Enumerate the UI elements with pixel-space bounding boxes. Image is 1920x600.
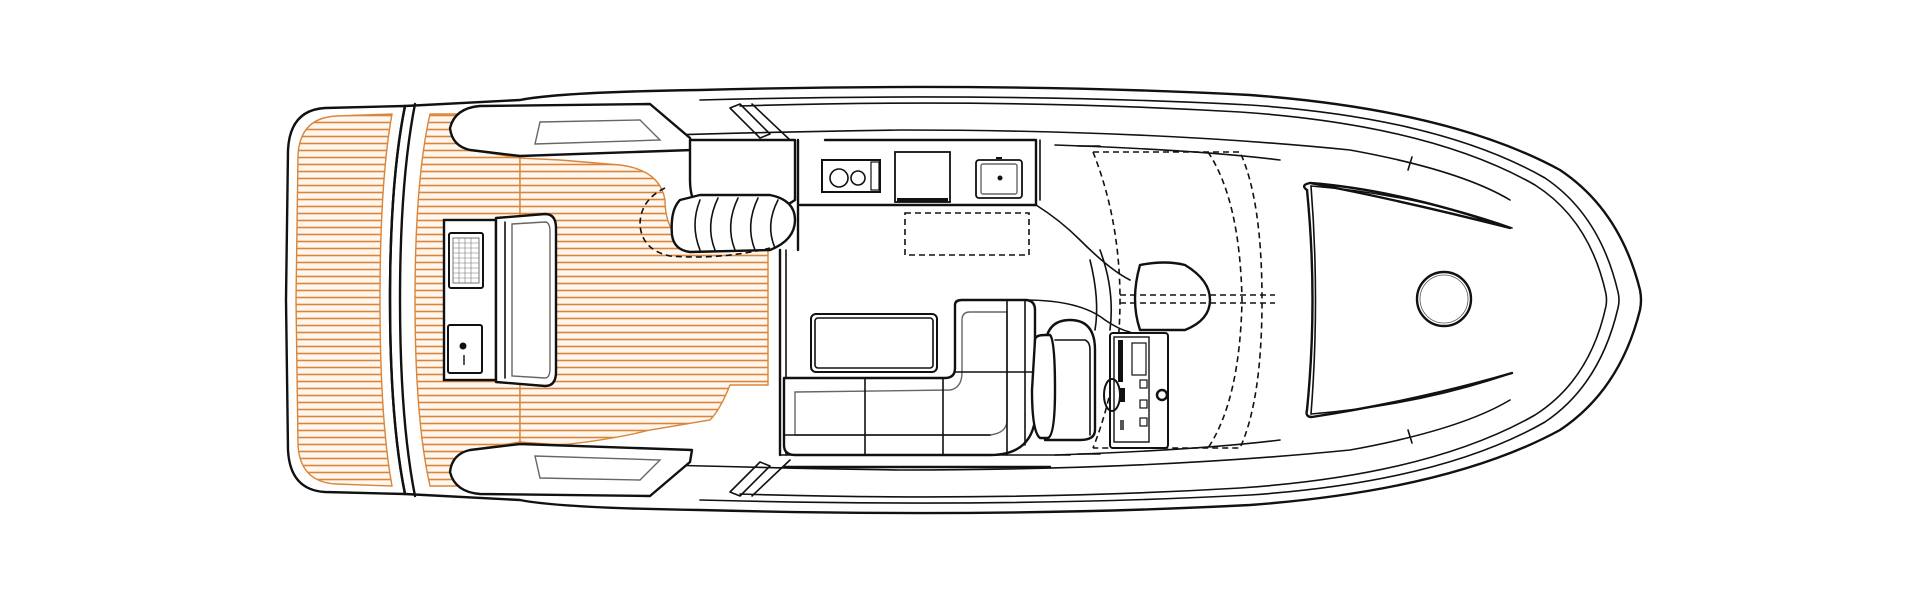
sun-lounger [639, 138, 797, 258]
coaming-bottom [448, 442, 791, 498]
galley [798, 138, 1038, 256]
companionway [1035, 139, 1275, 332]
galley-sink [975, 157, 1023, 199]
helm-seat [1030, 318, 1097, 442]
windshield [1077, 145, 1263, 455]
forward-hatch [1415, 270, 1473, 328]
dinette [782, 298, 1131, 457]
foredeck-sunpad [1302, 181, 1514, 419]
wet-bar [442, 218, 498, 382]
hull-outline [403, 85, 1643, 515]
fridge [894, 151, 951, 203]
swim-platform [284, 104, 407, 496]
cooktop [821, 159, 881, 193]
helm-console [1103, 332, 1169, 449]
aft-bench [494, 212, 558, 388]
